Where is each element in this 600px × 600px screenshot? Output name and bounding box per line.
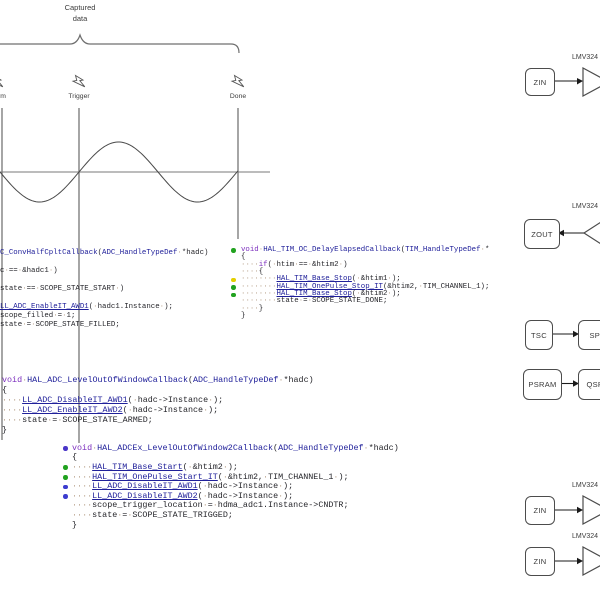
code-line: ····if(·htim·==·&htim2·): [241, 260, 348, 269]
code-line: ····scope_trigger_location·=·hdma_adc1.I…: [72, 500, 349, 511]
zout-box: ZOUT: [524, 219, 560, 249]
code-line: {: [2, 385, 8, 395]
code-line: ········state·=·SCOPE_STATE_DONE;: [241, 297, 388, 306]
opamp-triangle-zin-top: [582, 66, 600, 98]
code-line: ····HAL_TIM_Base_Start(·&htim2·);: [72, 461, 238, 472]
lmv324-label-zout: LMV324: [572, 203, 599, 210]
zin-bot-box: ZIN: [525, 547, 555, 576]
captured-data-brace: [0, 33, 240, 54]
code-line: C_ConvHalfCpltCallback(ADC_HandleTypeDef…: [0, 249, 209, 257]
code-line: }: [241, 312, 246, 321]
code-line: ····state·=·SCOPE_STATE_TRIGGED;: [72, 510, 233, 521]
code-line: ····}: [241, 304, 264, 313]
code-line: ····LL_ADC_DisableIT_AWD1(·hadc->Instanc…: [2, 395, 224, 405]
code-line: ····LL_ADC_DisableIT_AWD2(·hadc->Instanc…: [72, 490, 294, 501]
zin-mid-text: ZIN: [533, 506, 547, 515]
lmv324-label-mid: LMV324: [572, 482, 599, 489]
trigger-lightning-icon: [71, 74, 86, 88]
done-lightning-icon: [230, 74, 245, 88]
breakpoint-dot-icon: [231, 248, 236, 253]
code-line: ········HAL_TIM_OnePulse_Stop_IT(&htim2,…: [241, 282, 490, 291]
zout-text: ZOUT: [531, 229, 553, 239]
code-line: void·HAL_ADC_LevelOutOfWindowCallback(AD…: [2, 375, 314, 385]
tsc-box: TSC: [525, 320, 553, 350]
breakpoint-dot-icon: [231, 277, 236, 283]
spi-text: SPI: [589, 330, 600, 340]
breakpoint-dot-icon: [231, 292, 236, 298]
qspi-box: QSPI: [578, 369, 600, 400]
code-line: void·HAL_ADCEx_LevelOutOfWindow2Callback…: [72, 442, 399, 453]
code-line: ····HAL_TIM_OnePulse_Start_IT(·&htim2,·T…: [72, 471, 349, 482]
opamp-triangle-zin-mid: [582, 494, 600, 526]
code-line: void·HAL_TIM_OC_DelayElapsedCallback(TIM…: [241, 246, 490, 254]
arm-lightning-icon: [0, 78, 4, 88]
lmv324-label-top: LMV324: [572, 54, 599, 61]
code-line: }: [2, 425, 8, 435]
code-line: scope_filled·=·1;: [0, 312, 76, 320]
code-line: ····LL_ADC_EnableIT_AWD2(·hadc->Instance…: [2, 405, 219, 415]
code-line: ········HAL_TIM_Base_Stop(·&htim2·);: [241, 290, 401, 299]
breakpoint-dot-icon: [63, 484, 68, 490]
code-line: ····{: [241, 268, 264, 277]
opamp-triangle-zout: [582, 222, 600, 244]
qspi-text: QSPI: [586, 380, 600, 389]
breakpoint-dot-icon: [63, 465, 68, 470]
lmv324-label-bot: LMV324: [572, 533, 599, 540]
breakpoint-dot-icon: [63, 475, 68, 480]
captured-data-label: Captured data: [40, 2, 120, 24]
zin-top-text: ZIN: [533, 77, 547, 87]
breakpoint-dot-icon: [63, 494, 68, 499]
zin-top-box: ZIN: [525, 68, 555, 96]
code-line: state·=·SCOPE_STATE_FILLED;: [0, 321, 120, 329]
code-line: c·==·&hadc1·): [0, 267, 58, 275]
code-line: ····state·=·SCOPE_STATE_ARMED;: [2, 415, 153, 425]
psram-text: PSRAM: [528, 380, 557, 389]
code-line: LL_ADC_EnableIT_AWD1(·hadc1.Instance·);: [0, 303, 173, 311]
code-line: ········HAL_TIM_Base_Stop(·&htim1·);: [241, 275, 401, 284]
spi-box: SPI: [578, 320, 600, 350]
captured-data-line1: Captured: [64, 3, 96, 12]
captured-data-line2: data: [72, 14, 88, 23]
code-line: ····LL_ADC_DisableIT_AWD1(·hadc->Instanc…: [72, 481, 294, 492]
arm-label: rm: [0, 93, 6, 100]
zin-bot-text: ZIN: [533, 557, 547, 566]
code-line: state·==·SCOPE_STATE_START·): [0, 285, 125, 293]
code-line: }: [72, 519, 78, 530]
psram-box: PSRAM: [523, 369, 562, 400]
done-label: Done: [229, 93, 247, 100]
waveform-sine: [0, 141, 239, 203]
code-line: {: [241, 253, 246, 262]
breakpoint-dot-icon: [63, 446, 68, 451]
code-line: {: [72, 452, 78, 463]
breakpoint-dot-icon: [231, 285, 236, 290]
trigger-label: Trigger: [68, 93, 90, 100]
zin-mid-box: ZIN: [525, 496, 555, 525]
tsc-text: TSC: [531, 330, 547, 340]
opamp-triangle-zin-bot: [582, 545, 600, 577]
